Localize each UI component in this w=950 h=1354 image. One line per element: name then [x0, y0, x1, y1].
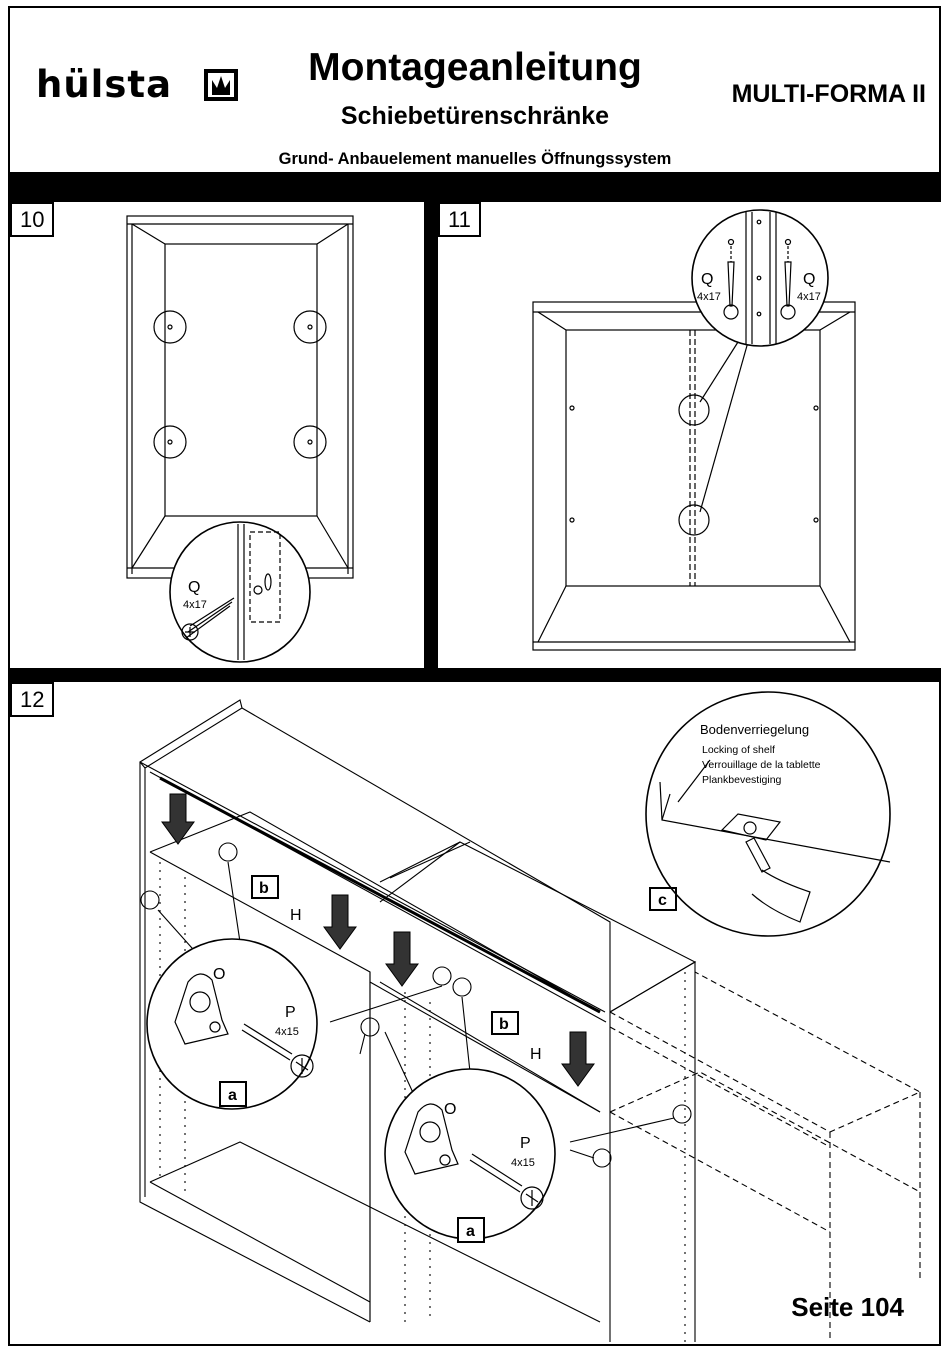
screw-label-left: P — [285, 1004, 296, 1021]
element-description: Grund- Anbauelement manuelles Öffnungssy… — [0, 151, 950, 168]
product-name: MULTI-FORMA II — [732, 82, 926, 107]
rail-label-left: H — [290, 907, 302, 924]
step-11-panel: Q 4x17 Q 4x17 11 — [438, 202, 941, 668]
step-12-illustration: b b c H H O P 4x15 a O P — [10, 682, 939, 1344]
detail-c-line-1: Locking of shelf — [702, 744, 775, 756]
bracket-label-left: O — [213, 966, 225, 983]
screw-size-right: 4x15 — [511, 1157, 535, 1169]
shelf-label-right: b — [499, 1016, 509, 1033]
screw-size-left: 4x15 — [275, 1026, 299, 1038]
step-11-right-part-label: Q — [803, 271, 815, 288]
step-11-left-size-label: 4x17 — [697, 291, 721, 303]
step-11-number: 11 — [438, 202, 481, 237]
rail-label-right: H — [530, 1046, 542, 1063]
bracket-label-right: O — [444, 1101, 456, 1118]
detail-c-title: Bodenverriegelung — [700, 722, 809, 737]
header-divider-bar — [9, 172, 941, 202]
detail-c-label: c — [658, 892, 667, 909]
shelf-label-left: b — [259, 880, 269, 897]
step-10-panel: Q 4x17 10 — [10, 202, 424, 668]
step-12-number: 12 — [10, 682, 54, 717]
step-11-left-part-label: Q — [701, 271, 713, 288]
detail-a-label-right: a — [466, 1223, 475, 1240]
screw-label-right: P — [520, 1135, 531, 1152]
step-10-illustration: Q 4x17 — [10, 202, 424, 668]
step-12-panel: b b c H H O P 4x15 a O P — [10, 682, 939, 1344]
step-11-illustration: Q 4x17 Q 4x17 — [438, 202, 941, 668]
step-10-number: 10 — [10, 202, 54, 237]
step-11-right-size-label: 4x17 — [797, 291, 821, 303]
row-divider-bar — [9, 668, 941, 682]
detail-c-line-3: Plankbevestiging — [702, 774, 782, 786]
detail-a-label-left: a — [228, 1087, 237, 1104]
detail-c-line-2: Verrouillage de la tablette — [702, 759, 821, 771]
column-divider-bar — [424, 202, 438, 668]
step-10-part-label: Q — [188, 579, 200, 596]
step-10-size-label: 4x17 — [183, 599, 207, 611]
page-number: Seite 104 — [791, 1294, 904, 1320]
